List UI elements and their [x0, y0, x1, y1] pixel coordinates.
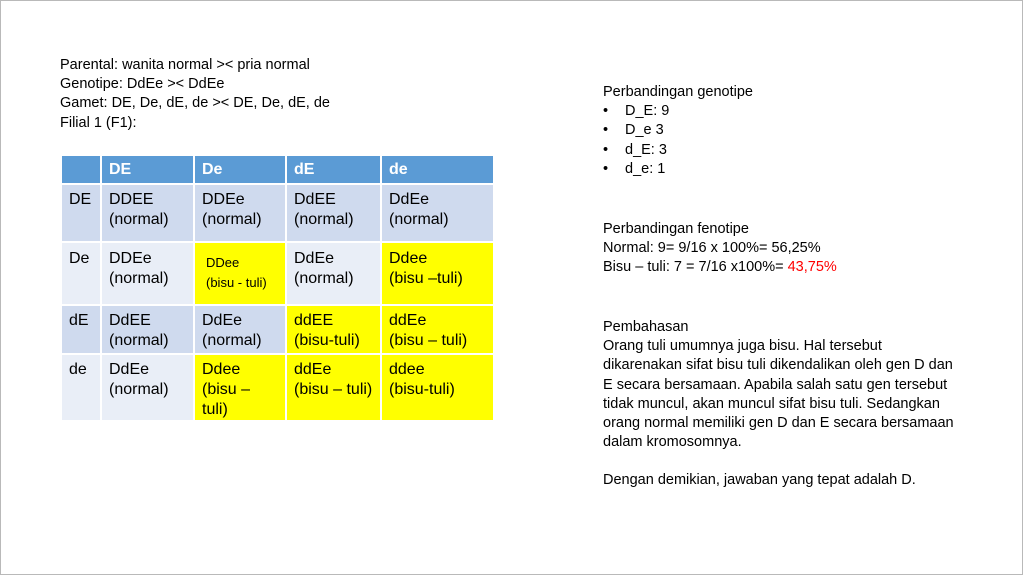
genotype: DDee	[206, 255, 240, 270]
parental-line: Parental: wanita normal >< pria normal	[60, 57, 310, 73]
phenotype-ratio-block: Perbandingan fenotipe Normal: 9= 9/16 x …	[603, 220, 837, 278]
phenotype: (bisu – tuli)	[389, 332, 468, 349]
phenotype: (normal)	[294, 270, 354, 287]
bullet-icon: •	[603, 103, 609, 120]
header-row: DE De dE de	[60, 154, 495, 185]
header-gamete: de	[380, 154, 495, 185]
offspring-cell: ddEe (bisu – tuli)	[380, 304, 495, 355]
ratio-item: D_e 3	[625, 122, 664, 139]
genotype: ddEe	[389, 312, 427, 329]
genotype-ratio-title: Perbandingan genotipe	[603, 84, 753, 100]
phenotype: (normal)	[202, 211, 262, 228]
discussion-block: Pembahasan Orang tuli umumnya juga bisu.…	[603, 318, 963, 491]
offspring-cell: ddee (bisu-tuli)	[380, 353, 495, 422]
genotype: DdEe	[294, 250, 335, 267]
row-gamete: DE	[60, 183, 102, 243]
table-row: De DDEe (normal) DDee (bisu - tuli) DdEe (n…	[60, 241, 495, 306]
bisu-tuli-label: Bisu – tuli: 7 = 7/16 x100%=	[603, 259, 788, 276]
list-item: • d_e: 1	[603, 160, 753, 179]
header-gamete: De	[193, 154, 287, 185]
genotype-ratio-block: Perbandingan genotipe • D_E: 9 • D_e 3 • d_…	[603, 83, 753, 179]
list-item: • D_e 3	[603, 121, 753, 140]
row-gamete: dE	[60, 304, 102, 355]
row-gamete: De	[60, 241, 102, 306]
phenotype: (normal)	[109, 332, 169, 349]
gamete-line: Gamet: DE, De, dE, de >< DE, De, dE, de	[60, 95, 330, 112]
header-gamete: dE	[285, 154, 382, 185]
offspring-cell: DDEE (normal)	[100, 183, 195, 243]
phenotype: (bisu – tuli)	[202, 381, 251, 418]
phenotype: (bisu-tuli)	[389, 381, 455, 398]
genotype: Ddee	[389, 250, 428, 267]
offspring-cell: Ddee (bisu – tuli)	[193, 353, 287, 422]
phenotype: (normal)	[109, 211, 169, 228]
punnett-square: DE De dE de DE DDEE (normal) DDEe (normal)…	[60, 154, 495, 422]
phenotype: (normal)	[389, 211, 449, 228]
discussion-title: Pembahasan	[603, 319, 689, 335]
offspring-cell: DDee (bisu - tuli)	[193, 241, 287, 306]
genotype-line: Genotipe: DdEe >< DdEe	[60, 76, 225, 93]
list-item: • d_E: 3	[603, 141, 753, 160]
genotype: Ddee	[202, 361, 241, 378]
offspring-cell: DdEe (normal)	[380, 183, 495, 243]
phenotype: (normal)	[294, 211, 354, 228]
genotype: DdEe	[389, 191, 430, 208]
phenotype: (bisu – tuli)	[294, 381, 373, 398]
genotype: DDEe	[202, 191, 245, 208]
filial-line: Filial 1 (F1):	[60, 114, 137, 131]
header-gamete: DE	[100, 154, 195, 185]
genotype: DdEE	[109, 312, 151, 329]
offspring-cell: DdEe (normal)	[100, 353, 195, 422]
genotype: DdEe	[202, 312, 243, 329]
discussion-paragraph: Orang tuli umumnya juga bisu. Hal terseb…	[603, 338, 954, 451]
list-item: • D_E: 9	[603, 102, 753, 121]
phenotype: (normal)	[109, 270, 169, 287]
intro-block: Parental: wanita normal >< pria normal G…	[60, 56, 330, 133]
genotype: DDEE	[109, 191, 154, 208]
offspring-cell: Ddee (bisu –tuli)	[380, 241, 495, 306]
ratio-item: D_E: 9	[625, 103, 670, 120]
offspring-cell: ddEE (bisu-tuli)	[285, 304, 382, 355]
phenotype: (bisu - tuli)	[206, 275, 267, 290]
table-row: de DdEe (normal) Ddee (bisu – tuli) ddEe (b…	[60, 353, 495, 422]
table-row: dE DdEE (normal) DdEe (normal) ddEE (bisu-t…	[60, 304, 495, 355]
genotype: ddee	[389, 361, 425, 378]
offspring-cell: DDEe (normal)	[193, 183, 287, 243]
header-corner	[60, 154, 102, 185]
genotype: DDEe	[109, 250, 152, 267]
bisu-tuli-percentage: 43,75%	[787, 259, 837, 276]
genotype: ddEE	[294, 312, 334, 329]
table-row: DE DDEE (normal) DDEe (normal) DdEE (normal…	[60, 183, 495, 243]
ratio-item: d_e: 1	[625, 160, 666, 177]
phenotype-ratio-title: Perbandingan fenotipe	[603, 221, 749, 237]
offspring-cell: DdEE (normal)	[100, 304, 195, 355]
genotype: DdEe	[109, 361, 150, 378]
bisu-tuli-ratio: Bisu – tuli: 7 = 7/16 x100%= 43,75%	[603, 258, 837, 277]
offspring-cell: DdEe (normal)	[193, 304, 287, 355]
phenotype: (normal)	[109, 381, 169, 398]
phenotype: (bisu-tuli)	[294, 332, 360, 349]
normal-ratio: Normal: 9= 9/16 x 100%= 56,25%	[603, 240, 821, 257]
phenotype: (normal)	[202, 332, 262, 349]
bullet-icon: •	[603, 122, 609, 139]
offspring-cell: DDEe (normal)	[100, 241, 195, 306]
bullet-icon: •	[603, 160, 609, 177]
genotype-ratio-list: • D_E: 9 • D_e 3 • d_E: 3 • d_e: 1	[603, 102, 753, 179]
row-gamete: de	[60, 353, 102, 422]
bullet-icon: •	[603, 141, 609, 158]
genotype: DdEE	[294, 191, 336, 208]
discussion-conclusion: Dengan demikian, jawaban yang tepat adal…	[603, 472, 916, 489]
offspring-cell: DdEE (normal)	[285, 183, 382, 243]
offspring-cell: ddEe (bisu – tuli)	[285, 353, 382, 422]
genotype: ddEe	[294, 361, 332, 378]
phenotype: (bisu –tuli)	[389, 270, 463, 287]
offspring-cell: DdEe (normal)	[285, 241, 382, 306]
ratio-item: d_E: 3	[625, 141, 667, 158]
